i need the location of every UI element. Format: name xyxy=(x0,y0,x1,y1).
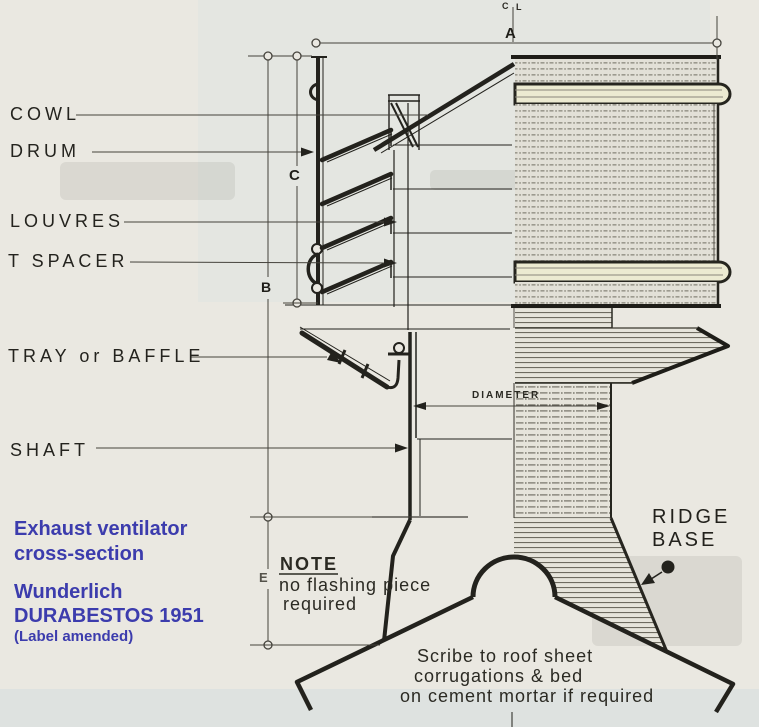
dim-letter-e: E xyxy=(259,570,268,585)
dim-letter-c: C xyxy=(289,167,300,184)
drum-lower-band xyxy=(515,282,718,306)
cowl-band xyxy=(515,57,718,84)
dimension-lines xyxy=(76,7,722,650)
note-line1: no flashing piece xyxy=(279,575,432,595)
note-heading: NOTE xyxy=(280,554,339,574)
rolled-bead-top xyxy=(513,82,732,106)
shaft-surface xyxy=(514,385,611,518)
roof-line xyxy=(294,594,736,714)
caption-line2: cross-section xyxy=(14,543,145,565)
scribe-note-line2: corrugations & bed xyxy=(414,666,584,686)
dim-marker xyxy=(311,38,321,48)
dim-marker xyxy=(712,38,722,48)
ridge-base-label-line1: RIDGE xyxy=(652,506,731,528)
arrowhead xyxy=(327,351,341,363)
rolled-bead-bottom xyxy=(513,260,732,284)
bottom-scan-band xyxy=(0,689,759,727)
ridge-base-pointer xyxy=(641,560,675,585)
cowl-bead-section xyxy=(309,82,319,102)
arrowhead xyxy=(384,258,397,268)
section-half xyxy=(285,56,736,727)
flared-skirt xyxy=(515,328,728,383)
t-spacer-ring-bottom xyxy=(311,282,323,294)
skirt-step xyxy=(515,308,612,328)
diameter-dimension xyxy=(413,402,610,410)
callout-dot xyxy=(661,560,675,574)
ridge-base-label-line2: BASE xyxy=(652,529,718,551)
label-shaft: SHAFT xyxy=(10,440,90,460)
label-drum: DRUM xyxy=(10,141,80,161)
dim-letter-b: B xyxy=(261,279,272,295)
dim-letter-a: A xyxy=(505,25,516,42)
leader-lines xyxy=(76,114,428,453)
diameter-label: DIAMETER xyxy=(472,390,541,401)
label-tray-baffle: TRAY or BAFFLE xyxy=(8,346,205,366)
caption-line1: Exhaust ventilator xyxy=(14,518,188,540)
arrowhead xyxy=(384,217,397,227)
drum-surface xyxy=(515,104,718,262)
arrowhead xyxy=(395,443,408,453)
louvre-blades xyxy=(319,127,512,295)
base-skirt-edge xyxy=(382,519,412,642)
cowl-cone xyxy=(372,62,516,152)
centerline-label-c: C xyxy=(502,1,509,11)
scribe-note-line3: on cement mortar if required xyxy=(400,686,655,706)
cowl-bracket xyxy=(388,94,420,150)
label-t-spacer: T SPACER xyxy=(8,251,129,271)
tray-baffle-channel xyxy=(299,326,411,390)
scribe-note-line1: Scribe to roof sheet xyxy=(417,646,594,666)
label-cowl: COWL xyxy=(10,104,80,124)
note-line2: required xyxy=(283,594,358,614)
ridge-hump xyxy=(470,554,558,598)
pictorial-half xyxy=(511,55,732,653)
arrowhead xyxy=(301,147,314,157)
label-louvres: LOUVRES xyxy=(10,211,125,231)
caption-line5: (Label amended) xyxy=(14,628,134,645)
caption-line4: DURABESTOS 1951 xyxy=(14,605,204,627)
caption-line3: Wunderlich xyxy=(14,581,123,603)
ridge-base-surface xyxy=(514,518,667,652)
centerline-label-l: L xyxy=(516,2,522,12)
